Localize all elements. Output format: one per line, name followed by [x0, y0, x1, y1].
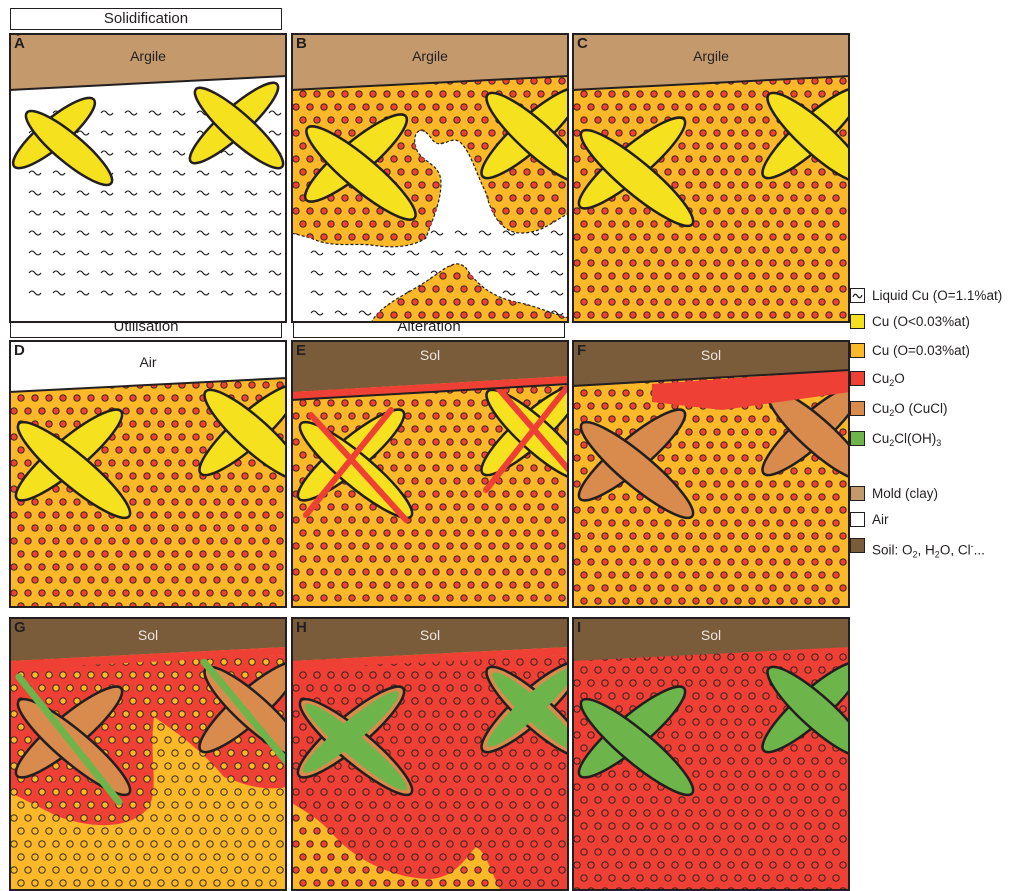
panel-d: D Air	[9, 340, 287, 608]
panel-label: Sol	[700, 627, 722, 643]
panel-f-figure	[572, 340, 850, 608]
panel-i: I Sol	[572, 617, 850, 891]
panel-letter: H	[296, 619, 307, 636]
panel-label: Sol	[137, 627, 159, 643]
panel-label: Sol	[700, 347, 722, 363]
swatch-soil	[850, 538, 865, 553]
panel-label: Argile	[412, 48, 448, 64]
panel-c: C Argile	[572, 33, 850, 323]
swatch-cu-low	[850, 314, 865, 329]
section-solidification: Solidification	[10, 8, 282, 30]
panel-i-figure	[572, 617, 850, 891]
panel-label: Sol	[419, 627, 441, 643]
legend-label: Cu2O	[872, 371, 905, 388]
panel-letter: G	[14, 619, 26, 636]
panel-g-figure	[9, 617, 287, 891]
panel-letter: C	[577, 35, 588, 52]
legend-label: Cu (O<0.03%at)	[872, 314, 970, 329]
legend-label: Cu (O=0.03%at)	[872, 343, 970, 358]
swatch-cu2o	[850, 371, 865, 386]
panel-letter: A	[14, 35, 25, 52]
panel-letter: I	[577, 619, 582, 636]
panel-letter: E	[296, 342, 307, 359]
panel-a-figure	[9, 33, 287, 323]
panel-label: Argile	[693, 48, 729, 64]
panel-c-figure	[572, 33, 850, 323]
legend-label: Mold (clay)	[872, 486, 939, 501]
swatch-cu2o-cucl	[850, 401, 865, 416]
panel-letter: F	[577, 342, 587, 359]
panel-b: B Argile	[291, 33, 569, 323]
panel-letter: B	[296, 35, 307, 52]
panel-h: H Sol	[291, 617, 569, 891]
panel-a: A Argile	[9, 33, 287, 323]
panel-e: E Sol	[291, 340, 569, 608]
panel-g: G Sol	[9, 617, 287, 891]
legend-label: Liquid Cu (O=1.1%at)	[872, 288, 1003, 303]
swatch-air	[850, 512, 865, 527]
legend-label: Cu2Cl(OH)3	[872, 431, 942, 448]
legend-label: Soil: O2, H2O, Cl-...	[872, 541, 985, 560]
panel-f: F Sol	[572, 340, 850, 608]
tilde-icon	[850, 288, 865, 303]
swatch-atacamite	[850, 431, 865, 446]
panel-d-figure	[9, 340, 287, 608]
dot-pattern	[573, 653, 847, 891]
swatch-cu-eut	[850, 343, 865, 358]
panel-h-figure	[291, 617, 569, 891]
panel-label: Sol	[419, 347, 441, 363]
panel-b-figure	[291, 33, 569, 323]
panel-label: Air	[139, 354, 157, 370]
swatch-mold	[850, 486, 865, 501]
legend-label: Cu2O (CuCl)	[872, 401, 948, 418]
panel-e-figure	[291, 340, 569, 608]
panel-label: Argile	[130, 48, 166, 64]
legend-label: Air	[872, 512, 889, 527]
panel-letter: D	[14, 342, 25, 359]
